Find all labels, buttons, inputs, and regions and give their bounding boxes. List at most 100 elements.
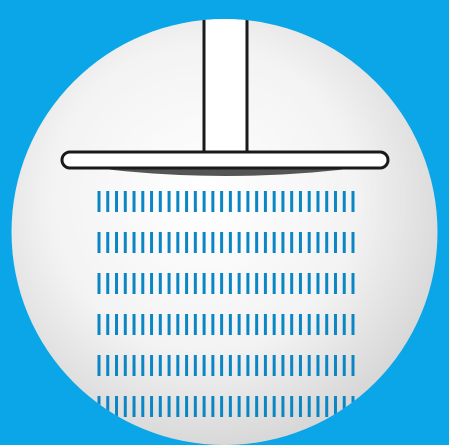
- water-drop: [150, 191, 153, 212]
- water-drop: [203, 232, 206, 253]
- water-drop: [168, 273, 171, 294]
- water-drop: [211, 355, 214, 376]
- shower-head-plate: [62, 152, 388, 168]
- water-drop: [185, 273, 188, 294]
- water-drop: [325, 273, 328, 294]
- water-drop: [168, 355, 171, 376]
- water-drop: [281, 355, 284, 376]
- water-drop: [299, 191, 302, 212]
- water-drop: [273, 273, 276, 294]
- water-drop: [141, 232, 144, 253]
- water-drop: [98, 314, 101, 335]
- water-drop: [334, 314, 337, 335]
- shower-pipe: [204, 0, 247, 152]
- water-drop: [150, 314, 153, 335]
- water-drop: [159, 355, 162, 376]
- water-drop: [115, 314, 118, 335]
- water-drop: [264, 355, 267, 376]
- water-drop: [229, 396, 232, 417]
- water-drop: [168, 232, 171, 253]
- water-drop: [281, 232, 284, 253]
- water-drop: [211, 232, 214, 253]
- water-drop: [343, 396, 346, 417]
- water-drop: [168, 396, 171, 417]
- water-drop: [246, 273, 249, 294]
- water-drop: [325, 314, 328, 335]
- water-drop: [343, 314, 346, 335]
- water-drop: [176, 314, 179, 335]
- water-drop: [316, 396, 319, 417]
- water-drop: [290, 273, 293, 294]
- water-drop: [273, 396, 276, 417]
- water-drop: [194, 232, 197, 253]
- water-drop: [220, 191, 223, 212]
- water-drop: [316, 314, 319, 335]
- water-drop: [159, 273, 162, 294]
- water-drop: [352, 273, 355, 294]
- water-drop: [115, 191, 118, 212]
- water-drop: [229, 355, 232, 376]
- water-drop: [150, 232, 153, 253]
- water-drop: [229, 273, 232, 294]
- water-drop: [255, 314, 258, 335]
- water-drop: [281, 273, 284, 294]
- water-drop: [255, 191, 258, 212]
- water-drop: [325, 232, 328, 253]
- water-drop: [168, 314, 171, 335]
- water-drop: [98, 396, 101, 417]
- water-drop: [185, 191, 188, 212]
- water-drop: [352, 232, 355, 253]
- water-drop: [159, 232, 162, 253]
- water-drop: [264, 396, 267, 417]
- water-drop: [124, 232, 127, 253]
- water-drop: [106, 232, 109, 253]
- water-drop: [334, 232, 337, 253]
- water-drop: [220, 314, 223, 335]
- water-drop: [308, 191, 311, 212]
- water-drop: [124, 191, 127, 212]
- water-drop: [176, 273, 179, 294]
- water-drop: [316, 232, 319, 253]
- water-drop: [124, 355, 127, 376]
- water-drop: [168, 191, 171, 212]
- water-drop: [290, 232, 293, 253]
- water-drop: [229, 314, 232, 335]
- water-drop: [246, 355, 249, 376]
- water-drop: [159, 396, 162, 417]
- water-drop: [325, 355, 328, 376]
- water-drop: [238, 396, 241, 417]
- water-drop: [352, 396, 355, 417]
- water-drop: [98, 232, 101, 253]
- water-drop: [238, 191, 241, 212]
- water-drop: [255, 273, 258, 294]
- water-drop: [115, 355, 118, 376]
- water-drop: [133, 191, 136, 212]
- water-drop: [106, 355, 109, 376]
- water-drop: [281, 314, 284, 335]
- water-drop: [211, 314, 214, 335]
- water-drop: [141, 273, 144, 294]
- water-drop: [308, 314, 311, 335]
- water-drop: [185, 232, 188, 253]
- water-drop: [334, 355, 337, 376]
- water-drop: [194, 396, 197, 417]
- water-drop: [141, 191, 144, 212]
- water-drop: [238, 355, 241, 376]
- water-drop: [273, 355, 276, 376]
- water-drop: [343, 273, 346, 294]
- water-drop: [264, 232, 267, 253]
- water-drop: [281, 396, 284, 417]
- water-drop: [124, 396, 127, 417]
- water-drop: [211, 273, 214, 294]
- water-drop: [98, 273, 101, 294]
- water-drop: [246, 396, 249, 417]
- water-drop: [290, 314, 293, 335]
- water-drop: [334, 273, 337, 294]
- water-drop: [176, 396, 179, 417]
- water-drop: [185, 396, 188, 417]
- water-drop: [211, 191, 214, 212]
- water-drop: [220, 232, 223, 253]
- water-drop: [229, 191, 232, 212]
- water-drop: [264, 273, 267, 294]
